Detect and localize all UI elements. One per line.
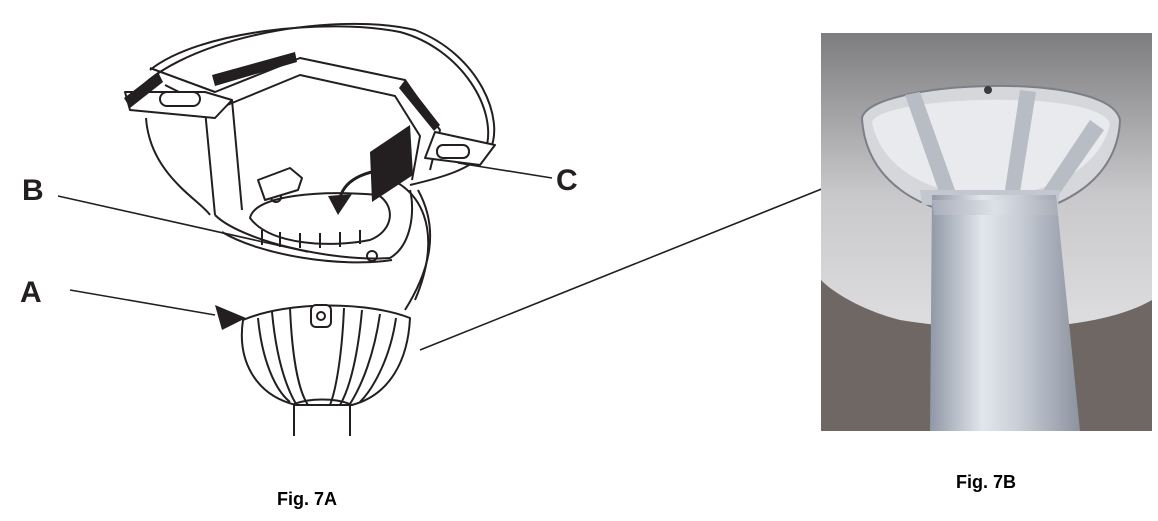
figure-7b-caption: Fig. 7B: [956, 472, 1017, 492]
figure-7a-caption: Fig. 7A: [277, 489, 338, 509]
callout-label-b: B: [22, 174, 44, 207]
callout-label-c: C: [556, 164, 578, 197]
fig-7b-photo: [821, 33, 1152, 431]
fig-7a-drawing: [57, 22, 865, 436]
callout-label-a: A: [20, 276, 42, 309]
